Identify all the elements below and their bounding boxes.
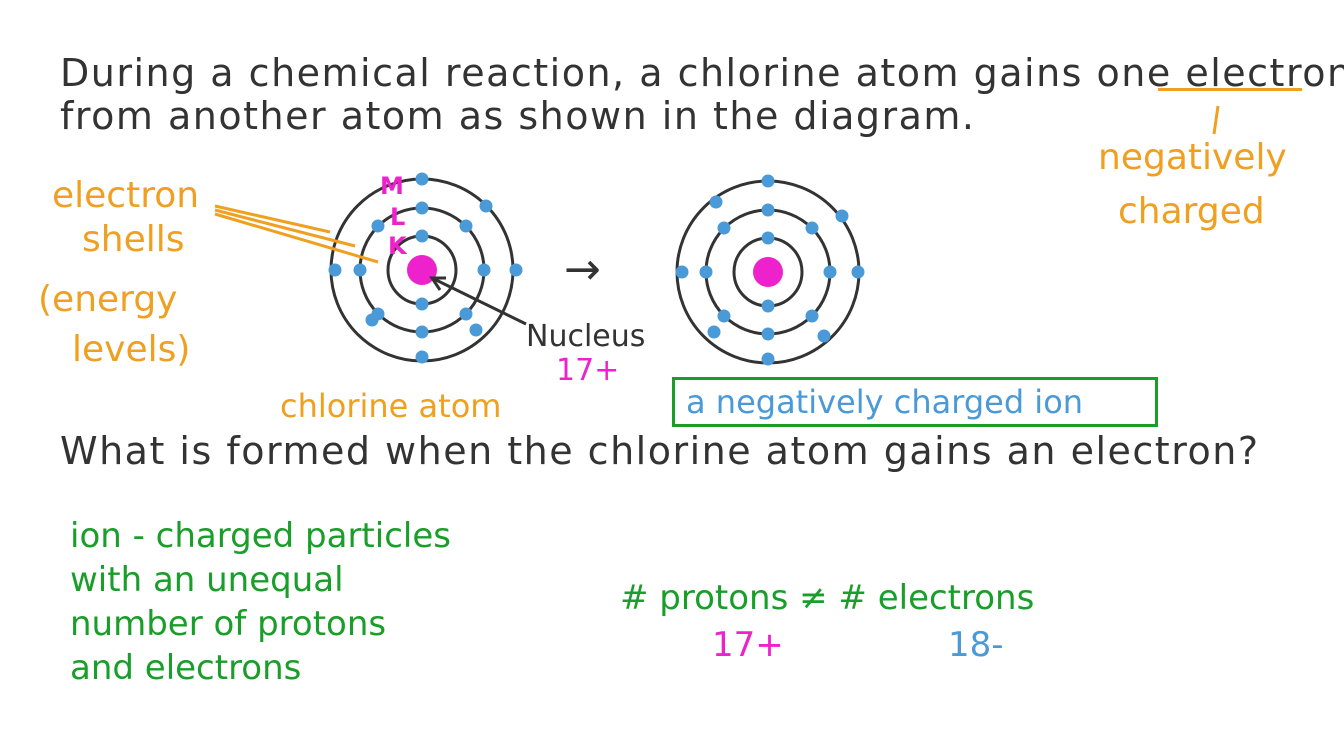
- electron: [851, 265, 865, 279]
- shell-label-l: L: [390, 203, 406, 231]
- electron: [371, 219, 385, 233]
- electron: [469, 323, 483, 337]
- electron: [761, 203, 775, 217]
- answer-box: [672, 377, 1158, 427]
- electron: [761, 327, 775, 341]
- chlorine-atom-caption: chlorine atom: [280, 387, 502, 425]
- chloride-ion-diagram: [675, 174, 865, 366]
- electron: [761, 174, 775, 188]
- definition-line-3: number of protons: [70, 604, 387, 644]
- question: What is formed when the chlorine atom ga…: [60, 429, 1260, 473]
- electron: [699, 265, 713, 279]
- electron: [717, 221, 731, 235]
- nucleus-pointer-line: [431, 276, 527, 326]
- intro-line-2: from another atom as shown in the diagra…: [60, 94, 976, 138]
- electron: [805, 309, 819, 323]
- electrons-value: 18-: [948, 625, 1004, 665]
- protons-value: 17+: [712, 625, 784, 665]
- energy-levels-label-1: (energy: [38, 279, 178, 320]
- electron: [805, 221, 819, 235]
- shell-label-k: K: [388, 232, 407, 260]
- nucleus-charge: 17+: [556, 353, 620, 388]
- electron: [365, 313, 379, 327]
- nucleus-pointer-arrowhead: [429, 276, 446, 291]
- electron: [328, 263, 342, 277]
- nucleus-label: Nucleus: [526, 319, 646, 354]
- nucleus: [753, 257, 783, 287]
- electron: [835, 209, 849, 223]
- electron: [459, 307, 473, 321]
- annotation-pointer-line: [1212, 105, 1220, 135]
- electron: [823, 265, 837, 279]
- electron: [817, 329, 831, 343]
- electron: [709, 195, 723, 209]
- electron: [707, 325, 721, 339]
- electron: [717, 309, 731, 323]
- charged-annotation: charged: [1118, 191, 1265, 232]
- shell-pointer-line: [214, 208, 356, 248]
- electron: [459, 219, 473, 233]
- electron: [761, 299, 775, 313]
- chlorine-atom-diagram: [328, 172, 523, 364]
- shell-pointer-line: [214, 212, 379, 264]
- electron: [415, 229, 429, 243]
- electron: [479, 199, 493, 213]
- negatively-annotation: negatively: [1098, 137, 1287, 178]
- electron: [477, 263, 491, 277]
- intro-line-1: During a chemical reaction, a chlorine a…: [60, 51, 1344, 95]
- electron: [415, 325, 429, 339]
- electron: [415, 297, 429, 311]
- protons-electrons-comparison: # protons ≠ # electrons: [620, 578, 1035, 618]
- electron: [509, 263, 523, 277]
- electron: [415, 201, 429, 215]
- electron: [761, 352, 775, 366]
- energy-levels-label-2: levels): [72, 329, 191, 370]
- answer-text: a negatively charged ion: [686, 383, 1084, 421]
- nucleus: [407, 255, 437, 285]
- electron: [675, 265, 689, 279]
- electron-shells-label-1: electron: [52, 175, 200, 216]
- reaction-arrow: →: [564, 244, 601, 295]
- shell-pointer-line: [214, 204, 331, 234]
- definition-line-1: ion - charged particles: [70, 516, 451, 556]
- definition-line-2: with an unequal: [70, 560, 344, 600]
- electron-underline: [1158, 88, 1302, 91]
- electron: [761, 231, 775, 245]
- electron: [415, 172, 429, 186]
- shell-label-m: M: [380, 172, 404, 200]
- electron: [415, 350, 429, 364]
- electron: [353, 263, 367, 277]
- label-connectors: [214, 105, 1220, 326]
- electron-shells-label-2: shells: [82, 219, 185, 260]
- definition-line-4: and electrons: [70, 648, 302, 688]
